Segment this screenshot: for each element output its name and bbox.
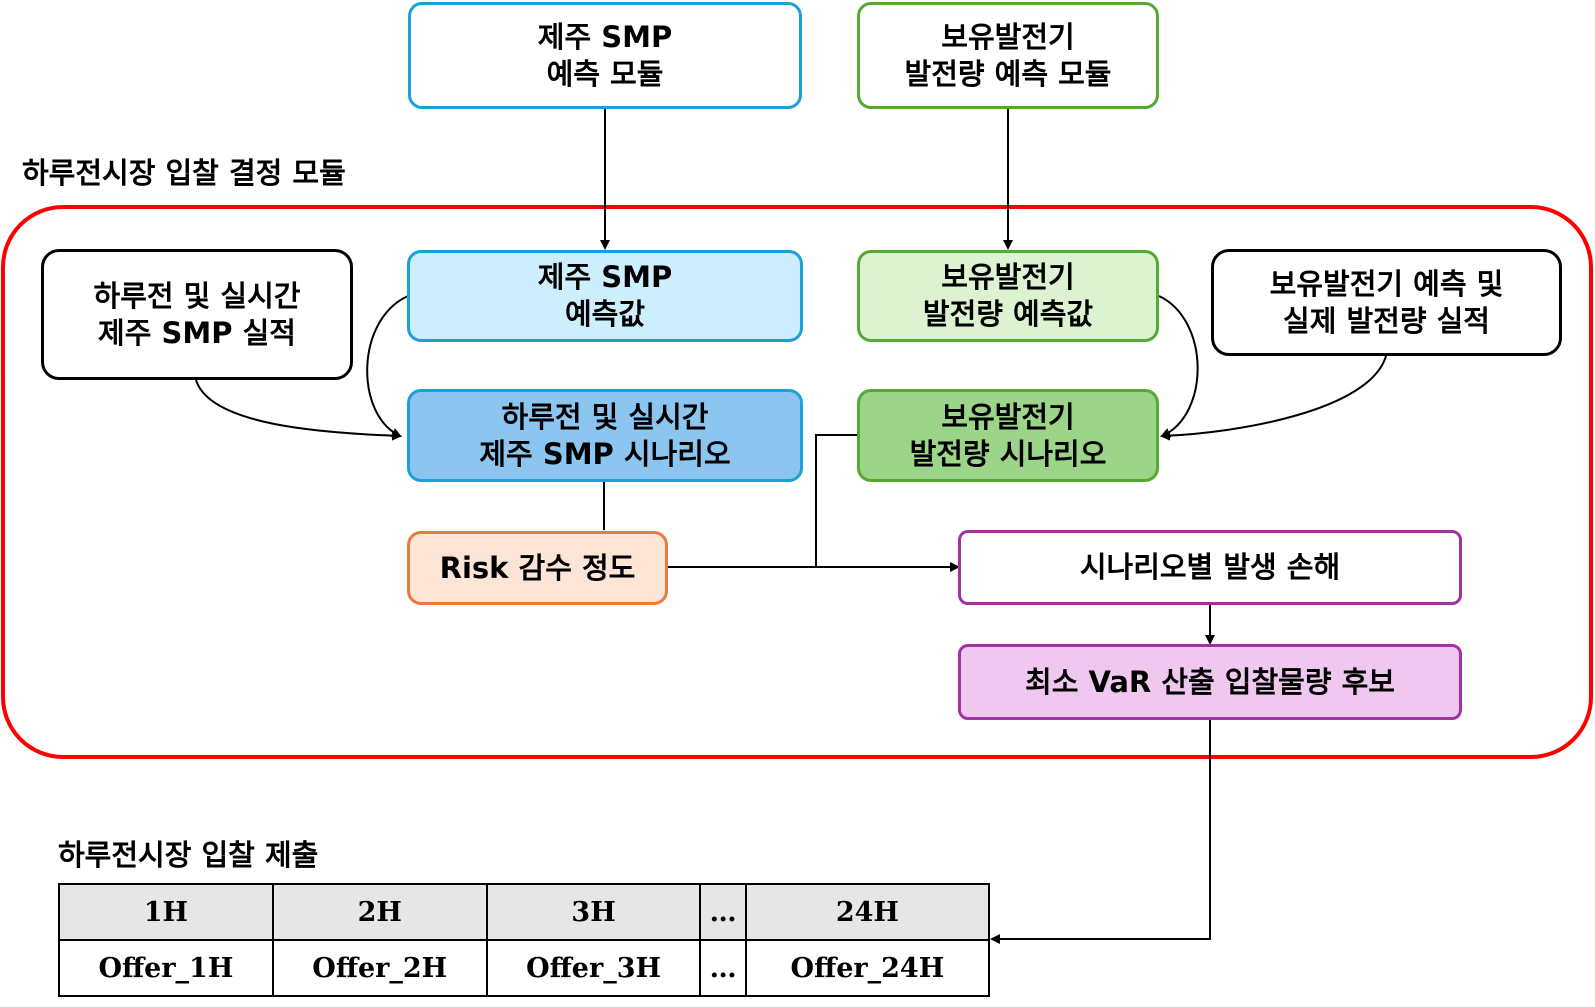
smp-forecast-value-box: 제주 SMP 예측값 — [407, 250, 803, 342]
gen-scenario-box: 보유발전기 발전량 시나리오 — [857, 389, 1159, 482]
offer-value-cell: Offer_2H — [271, 939, 488, 997]
smp-scenario-line-1: 하루전 및 실시간 — [501, 399, 709, 434]
arrow-gen-forecast-to-scenario — [1158, 295, 1199, 438]
min-var-label: 최소 VaR 산출 입찰물량 후보 — [1025, 664, 1395, 699]
gen-history-line-2: 실제 발전량 실적 — [1283, 303, 1490, 338]
arrow-gen-history-to-scenario — [1160, 355, 1387, 441]
offer-value-cell: … — [699, 939, 747, 997]
smp-history-line-1: 하루전 및 실시간 — [93, 278, 301, 313]
smp-forecast-module-box: 제주 SMP 예측 모듈 — [408, 2, 802, 109]
smp-scenario-line-2: 제주 SMP 시나리오 — [479, 436, 731, 471]
smp-forecast-line-1: 제주 SMP — [537, 260, 673, 294]
smp-history-box: 하루전 및 실시간 제주 SMP 실적 — [41, 249, 353, 380]
risk-tolerance-box: Risk 감수 정도 — [407, 531, 668, 605]
gen-scenario-line-1: 보유발전기 — [941, 399, 1075, 434]
gen-forecast-line-1: 보유발전기 — [941, 260, 1075, 294]
gen-module-line-1: 보유발전기 — [941, 19, 1075, 54]
smp-forecast-line-2: 예측값 — [564, 297, 646, 331]
smp-module-line-2: 예측 모듈 — [546, 56, 664, 91]
arrow-min-var-to-offer-table — [990, 720, 1211, 944]
offer-value-cell: Offer_3H — [485, 939, 702, 997]
risk-label: Risk 감수 정도 — [439, 550, 636, 585]
gen-scenario-line-2: 발전량 시나리오 — [909, 436, 1107, 471]
offer-table-value-row: Offer_1H Offer_2H Offer_3H … Offer_24H — [58, 939, 991, 997]
scenario-loss-box: 시나리오별 발생 손해 — [958, 530, 1462, 605]
line-gen-scenario-to-loss — [815, 434, 858, 567]
gen-history-box: 보유발전기 예측 및 실제 발전량 실적 — [1211, 249, 1562, 356]
smp-module-line-1: 제주 SMP — [537, 19, 673, 54]
submission-title: 하루전시장 입찰 제출 — [58, 838, 319, 872]
offer-table-header-row: 1H 2H 3H … 24H — [58, 883, 991, 941]
arrow-smp-forecast-to-scenario — [366, 295, 409, 438]
min-var-candidate-box: 최소 VaR 산출 입찰물량 후보 — [958, 644, 1462, 720]
gen-module-line-2: 발전량 예측 모듈 — [904, 56, 1112, 91]
module-title: 하루전시장 입찰 결정 모듈 — [22, 156, 346, 190]
arrow-smp-history-to-scenario — [195, 379, 402, 441]
offer-table: 1H 2H 3H … 24H Offer_1H Offer_2H Offer_3… — [58, 883, 991, 997]
smp-scenario-box: 하루전 및 실시간 제주 SMP 시나리오 — [407, 389, 803, 482]
gen-forecast-value-box: 보유발전기 발전량 예측값 — [857, 250, 1159, 342]
offer-header-cell: 24H — [744, 883, 991, 941]
generator-forecast-module-box: 보유발전기 발전량 예측 모듈 — [857, 2, 1159, 109]
scenario-loss-label: 시나리오별 발생 손해 — [1079, 550, 1341, 584]
gen-history-line-1: 보유발전기 예측 및 — [1269, 266, 1504, 301]
offer-header-cell: … — [699, 883, 747, 941]
bid-decision-module-frame — [1, 205, 1593, 759]
gen-forecast-line-2: 발전량 예측값 — [922, 297, 1094, 331]
offer-header-cell: 3H — [485, 883, 702, 941]
offer-value-cell: Offer_24H — [744, 939, 991, 997]
smp-history-line-2: 제주 SMP 실적 — [98, 315, 296, 350]
offer-header-cell: 1H — [58, 883, 274, 941]
offer-value-cell: Offer_1H — [58, 939, 274, 997]
offer-header-cell: 2H — [271, 883, 488, 941]
